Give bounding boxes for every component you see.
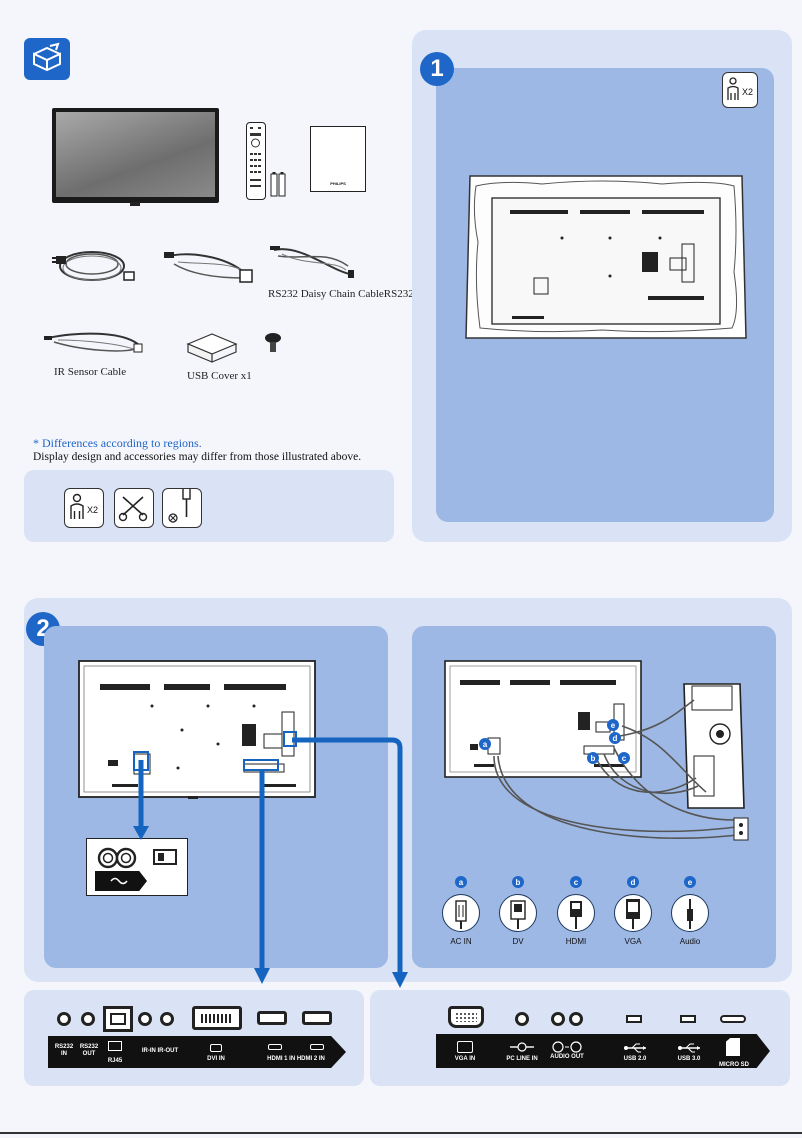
ports-left-label-bar — [48, 1036, 346, 1068]
pc-line-in-port — [515, 1012, 529, 1026]
ir-sensor-cable-image — [44, 328, 150, 363]
usb2-label: USB 2.0 — [623, 1056, 647, 1062]
usb3-icon — [678, 1041, 700, 1059]
micro-sd-port — [720, 1015, 746, 1023]
rs232-out-label: RS232 OUT — [79, 1044, 99, 1057]
legend-label-vga: VGA — [624, 937, 642, 946]
rs232-cable-image — [270, 240, 356, 285]
display-in-packaging-image — [462, 172, 750, 342]
vga-plug-icon — [614, 894, 652, 932]
ir-in-port — [138, 1012, 152, 1026]
two-person-icon: X2 — [64, 488, 104, 528]
ac-power-box — [86, 838, 188, 896]
legend-badge-a: a — [455, 876, 467, 888]
usb3-label: USB 3.0 — [677, 1056, 701, 1062]
rs232-in-label: RS232 IN — [54, 1044, 74, 1057]
hdmi-label-icon-1 — [268, 1044, 282, 1050]
display-front-image — [52, 108, 219, 206]
dvi-in-port — [192, 1006, 242, 1030]
audio-out-label-icon — [551, 1040, 585, 1059]
screw-icon — [264, 332, 282, 359]
regions-note-title: * Differences according to regions. — [33, 436, 202, 450]
ports-right-label-bar — [436, 1034, 770, 1068]
page-bottom-rule — [0, 1132, 802, 1134]
usb-cover-label: USB Cover x1 — [187, 370, 252, 382]
rs232-in-port — [57, 1012, 71, 1026]
legend-badge-c: c — [570, 876, 582, 888]
power-cord-image — [52, 238, 142, 301]
vga-in-port — [448, 1006, 484, 1028]
brand-text: PHILIPS — [330, 181, 346, 186]
legend-label-hdmi: HDMI — [565, 937, 587, 946]
manual-booklet-image: PHILIPS — [310, 126, 366, 192]
usb2-port — [626, 1015, 642, 1023]
display-rear-image — [78, 660, 316, 800]
step1-two-person-icon: X2 — [722, 72, 758, 108]
diagram-badge-a: a — [479, 738, 491, 750]
hdmi-1-port — [257, 1011, 287, 1025]
ir-sensor-cable-label: IR Sensor Cable — [54, 366, 127, 378]
rs232-out-port — [81, 1012, 95, 1026]
dvi-plug-icon — [499, 894, 537, 932]
power-switch-icon — [153, 849, 177, 865]
rs232-cable-label: RS232 Daisy Chain CableRS232 Cable — [268, 288, 443, 300]
step1-persons-badge: X2 — [742, 87, 754, 97]
legend-label-dv: DV — [512, 937, 524, 946]
hdmi-label-icon-2 — [310, 1044, 324, 1050]
diagram-badge-c: c — [618, 752, 630, 764]
micro-sd-icon — [726, 1038, 740, 1056]
diagram-badge-b: b — [587, 752, 599, 764]
micro-sd-label: MICRO SD — [719, 1062, 749, 1068]
step1-badge: 1 — [420, 52, 454, 86]
legend-badge-b: b — [512, 876, 524, 888]
legend-badge-e: e — [684, 876, 696, 888]
diagram-badge-d: d — [609, 732, 621, 744]
legend-badge-d: d — [627, 876, 639, 888]
ac-symbol-bar — [95, 871, 147, 891]
usb-cover-image — [186, 330, 238, 369]
vga-label-icon — [457, 1041, 473, 1053]
diagram-badge-e: e — [607, 719, 619, 731]
audio-plug-icon — [671, 894, 709, 932]
rj45-label: RJ45 — [107, 1058, 123, 1064]
ir-out-port — [160, 1012, 174, 1026]
ac-in-plug-icon — [442, 894, 480, 932]
screwdriver-icon — [162, 482, 202, 528]
legend-label-ac-in: AC IN — [450, 937, 472, 946]
video-cable-image — [164, 244, 256, 297]
hdmi-2-port — [302, 1011, 332, 1025]
dvi-in-label: DVI IN — [207, 1056, 225, 1062]
rj45-label-icon — [108, 1041, 122, 1051]
hdmi-label: HDMI 1 IN HDMI 2 IN — [267, 1056, 325, 1062]
regions-note-text: Display design and accessories may diffe… — [33, 451, 362, 463]
vga-in-label: VGA IN — [454, 1056, 476, 1062]
connection-diagram-image — [444, 660, 774, 860]
usb2-icon — [624, 1041, 646, 1059]
legend-label-audio: Audio — [679, 937, 701, 946]
persons-badge: X2 — [87, 505, 99, 515]
rj45-port — [103, 1006, 133, 1032]
batteries-image — [270, 172, 286, 203]
scissors-icon — [114, 488, 154, 528]
unpack-icon — [24, 38, 70, 80]
pc-line-in-label: PC LINE IN — [506, 1056, 538, 1062]
audio-out-label: AUDIO OUT — [550, 1054, 584, 1060]
audio-out-port-l — [551, 1012, 565, 1026]
dvi-label-icon — [210, 1044, 222, 1052]
remote-control-image — [246, 122, 266, 200]
ir-in-out-label: IR-IN IR-OUT — [141, 1048, 179, 1054]
ac-power-socket-icon — [97, 847, 137, 874]
usb3-port — [680, 1015, 696, 1023]
line-in-icon — [510, 1040, 534, 1059]
hdmi-plug-icon — [557, 894, 595, 932]
audio-out-port-r — [569, 1012, 583, 1026]
connector-legend: a b c d e AC IN DV HDMI VGA Audio — [432, 876, 732, 952]
